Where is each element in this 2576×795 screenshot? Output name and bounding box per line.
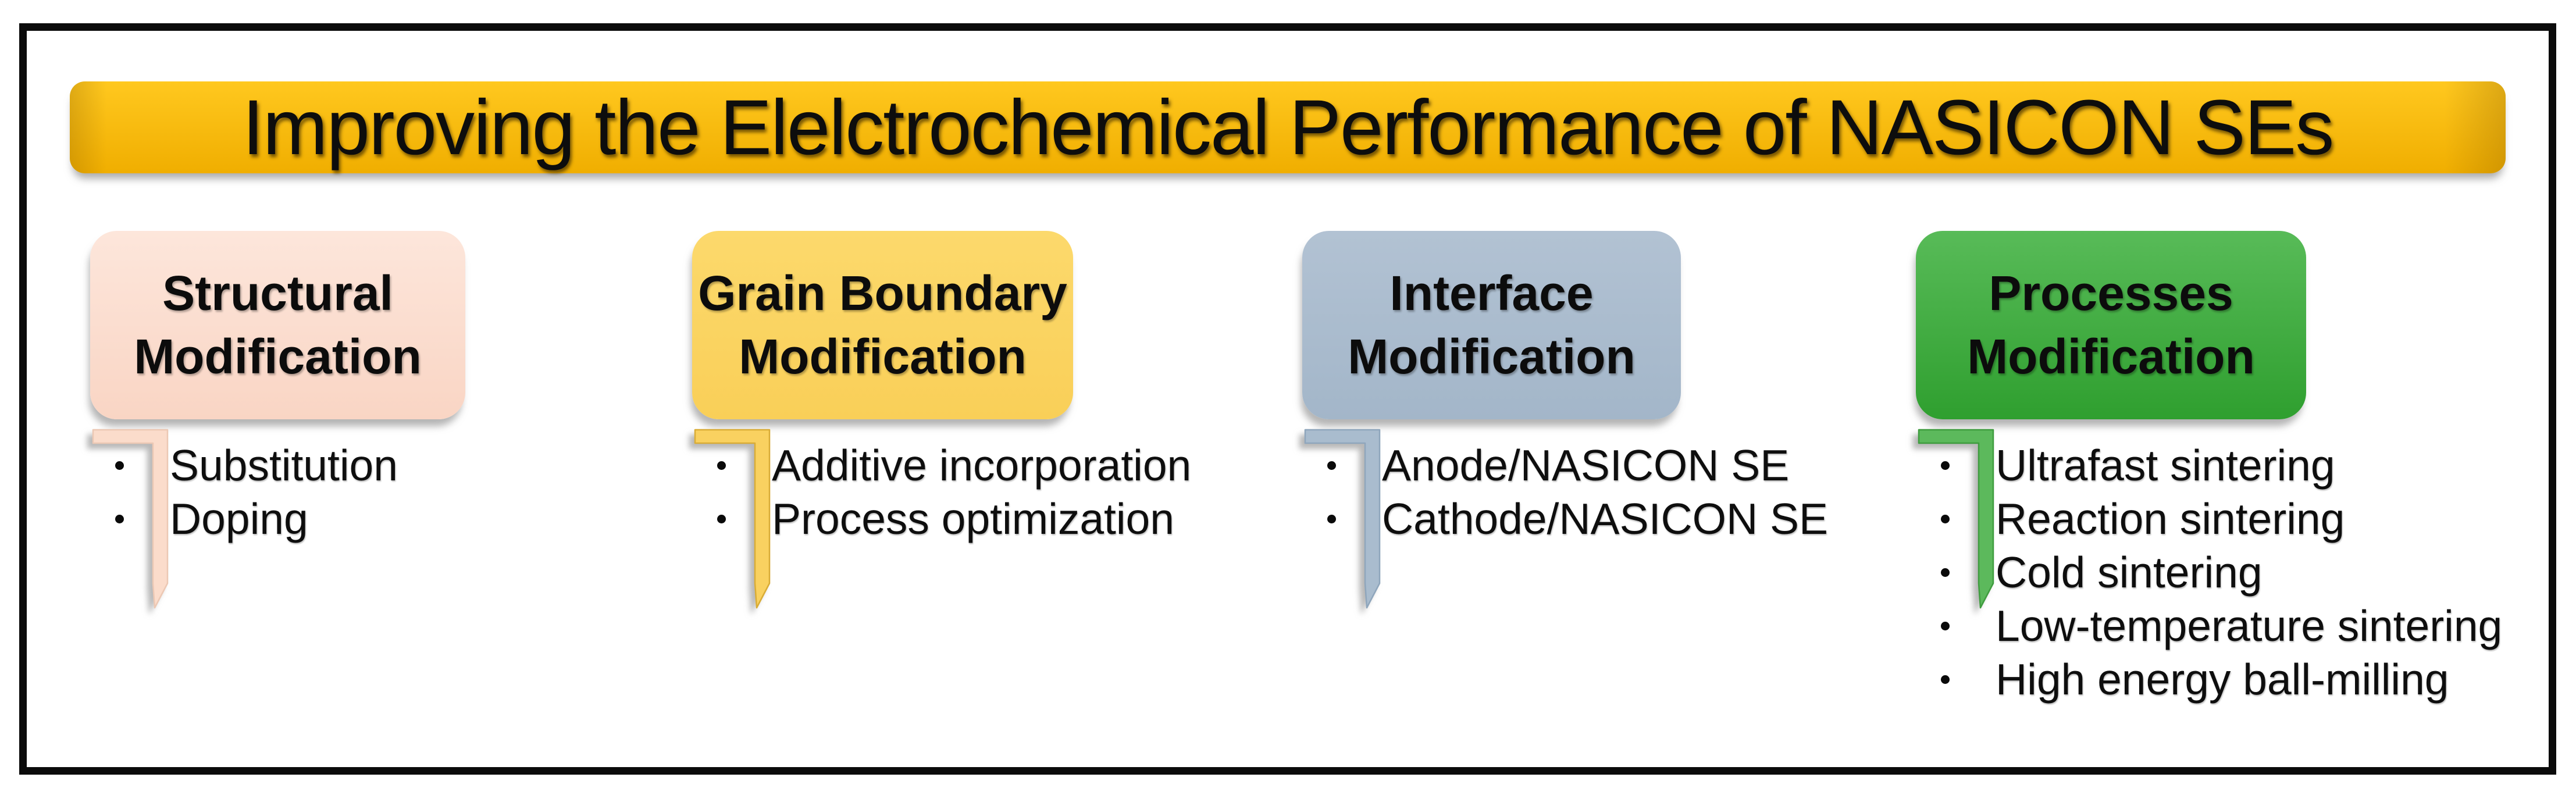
list-item: Cathode/NASICON SE: [1302, 492, 1919, 546]
bullet-icon: [1941, 621, 1950, 630]
card-heading-line2: Modification: [739, 329, 1027, 384]
bullet-icon: [1941, 514, 1950, 523]
bullet-label: Cold sintering: [1996, 547, 2263, 597]
bullet-icon: [1941, 675, 1950, 684]
bullet-label: High energy ball-milling: [1996, 654, 2449, 704]
list-item: Reaction sintering: [1916, 492, 2532, 546]
card-heading-line1: Processes: [1989, 265, 2233, 320]
category-card: Structural Modification: [90, 231, 465, 419]
bullet-label: Doping: [170, 494, 308, 543]
list-item: Ultrafast sintering: [1916, 439, 2532, 492]
elbow-connector-icon: [92, 429, 169, 609]
elbow-connector-icon: [1304, 429, 1381, 609]
card-heading-line1: Structural: [162, 265, 393, 320]
card-heading-line2: Modification: [134, 329, 422, 384]
bullet-label: Substitution: [170, 440, 398, 490]
category-card: Interface Modification: [1302, 231, 1681, 419]
list-item: Anode/NASICON SE: [1302, 439, 1919, 492]
elbow-connector-icon: [1918, 429, 1994, 609]
bullet-label: Anode/NASICON SE: [1382, 440, 1790, 490]
bullet-icon: [115, 514, 124, 523]
bullet-icon: [1941, 461, 1950, 470]
bullet-label: Additive incorporation: [772, 440, 1192, 490]
elbow-connector-icon: [694, 429, 771, 609]
card-heading-line2: Modification: [1967, 329, 2255, 384]
list-item: Additive incorporation: [692, 439, 1309, 492]
bullet-label: Cathode/NASICON SE: [1382, 494, 1828, 543]
bullet-icon: [115, 461, 124, 470]
list-item: Substitution: [90, 439, 707, 492]
title-text: Improving the Elelctrochemical Performan…: [242, 84, 2335, 171]
bullet-icon: [1327, 514, 1336, 523]
bullet-icon: [717, 514, 726, 523]
outer-border: [19, 23, 2556, 775]
category-column-grain-boundary: Grain Boundary Modification Additive inc…: [692, 231, 1191, 731]
bullet-icon: [1941, 568, 1950, 577]
card-heading-line1: Grain Boundary: [698, 265, 1067, 320]
bullet-icon: [717, 461, 726, 470]
list-item: Process optimization: [692, 492, 1309, 546]
category-card: Grain Boundary Modification: [692, 231, 1073, 419]
title-banner: Improving the Elelctrochemical Performan…: [70, 81, 2506, 173]
card-heading-line1: Interface: [1389, 265, 1594, 320]
list-item: Doping: [90, 492, 707, 546]
bullet-label: Reaction sintering: [1996, 494, 2345, 543]
bullet-label: Low-temperature sintering: [1996, 601, 2503, 650]
card-heading-line2: Modification: [1348, 329, 1636, 384]
bullet-label: Ultrafast sintering: [1996, 440, 2335, 490]
list-item: Low-temperature sintering: [1916, 599, 2532, 653]
category-column-processes: Processes Modification Ultrafast sinteri…: [1916, 231, 2502, 731]
bullet-label: Process optimization: [772, 494, 1174, 543]
category-card: Processes Modification: [1916, 231, 2306, 419]
list-item: High energy ball-milling: [1916, 653, 2532, 706]
list-item: Cold sintering: [1916, 546, 2532, 599]
bullet-icon: [1327, 461, 1336, 470]
